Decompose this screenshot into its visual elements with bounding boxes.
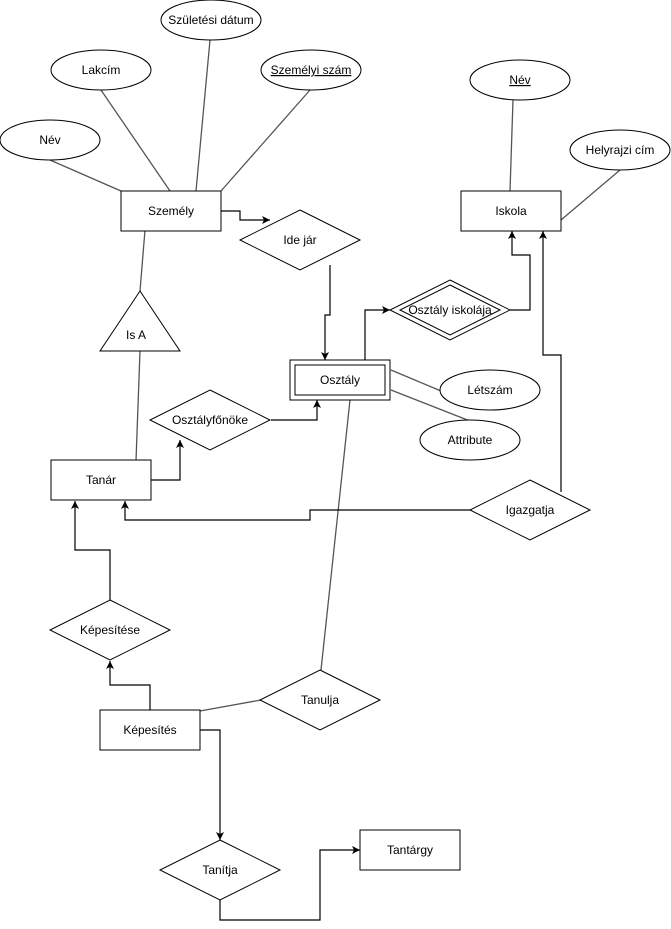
svg-text:Név: Név — [39, 133, 60, 147]
edge-tanitja-tantargy — [219, 846, 360, 921]
relationship-tanitja[interactable]: Tanítja — [158, 839, 282, 901]
edge-szemely-idejar — [221, 210, 270, 224]
line-isa-tanar — [135, 350, 141, 462]
svg-text:Képesítése: Képesítése — [80, 623, 140, 637]
svg-text:Lakcím: Lakcím — [82, 63, 121, 77]
svg-text:Személy: Személy — [148, 204, 194, 218]
edge-osztaly-osztalyiskolaja — [364, 306, 390, 360]
edge-kepesites-tanitja — [200, 729, 224, 840]
svg-text:Tanítja: Tanítja — [202, 863, 238, 877]
line-letszam-osztaly — [390, 369, 442, 392]
relationship-tanulja[interactable]: Tanulja — [258, 669, 382, 731]
line-osztaly-tanulja — [320, 399, 351, 671]
svg-text:Születési dátum: Születési dátum — [168, 13, 253, 27]
svg-text:Igazgatja: Igazgatja — [506, 503, 555, 517]
svg-text:Is A: Is A — [126, 328, 146, 342]
line-helyrajzi-iskola — [560, 169, 621, 221]
attribute-letszam[interactable]: Létszám — [439, 369, 541, 411]
edge-tanar-osztalyfonoke — [151, 440, 184, 481]
edge-igazgatja-tanar — [121, 501, 471, 521]
edge-idejar-osztaly — [321, 265, 331, 360]
svg-text:Tanulja: Tanulja — [301, 693, 339, 707]
attribute-nev-iskola-key[interactable]: Név — [469, 59, 571, 101]
edge-kepesitese-tanar — [71, 501, 111, 600]
edge-osztalyiskolaja-iskola — [508, 231, 531, 311]
line-szemelyi-szemely — [220, 89, 311, 192]
entity-tantargy[interactable]: Tantárgy — [359, 829, 461, 871]
svg-text:Ide jár: Ide jár — [283, 233, 316, 247]
svg-text:Helyrajzi cím: Helyrajzi cím — [586, 143, 655, 157]
edge-kepesites-kepesitese — [106, 661, 151, 710]
entity-iskola[interactable]: Iskola — [460, 190, 562, 232]
svg-text:Tanár: Tanár — [86, 473, 116, 487]
svg-text:Osztály iskolája: Osztály iskolája — [408, 303, 492, 317]
attribute-szuletesi-datum[interactable]: Születési dátum — [160, 0, 262, 41]
relationship-osztaly-iskolaja-identifying[interactable]: Osztály iskolája — [388, 279, 512, 341]
attribute-lakcim[interactable]: Lakcím — [50, 49, 152, 91]
relationship-ide-jar[interactable]: Ide jár — [238, 209, 362, 271]
svg-text:Létszám: Létszám — [467, 383, 512, 397]
line-nev-iskola — [509, 99, 514, 192]
entity-osztaly-weak[interactable]: Osztály — [289, 359, 391, 401]
svg-text:Osztályfőnöke: Osztályfőnöke — [172, 413, 248, 427]
svg-text:Név: Név — [509, 73, 530, 87]
entity-kepesites[interactable]: Képesítés — [99, 709, 201, 751]
line-kepesites-tanulja — [199, 699, 262, 712]
entity-tanar[interactable]: Tanár — [50, 459, 152, 501]
svg-text:Osztály: Osztály — [320, 373, 360, 387]
relationship-igazgatja[interactable]: Igazgatja — [468, 479, 592, 541]
svg-text:Iskola: Iskola — [495, 204, 527, 218]
edge-osztalyfonoke-osztaly — [271, 400, 321, 421]
isa-triangle[interactable]: Is A — [99, 290, 181, 352]
svg-text:Képesítés: Képesítés — [123, 723, 176, 737]
svg-text:Attribute: Attribute — [448, 433, 493, 447]
entity-szemely[interactable]: Személy — [120, 190, 222, 232]
relationship-osztalyfonoke[interactable]: Osztályfőnöke — [148, 389, 272, 451]
line-szuletesi-szemely — [195, 39, 211, 192]
line-attribute-osztaly — [390, 389, 471, 422]
attribute-helyrajzi-cim[interactable]: Helyrajzi cím — [569, 129, 671, 171]
svg-text:Tantárgy: Tantárgy — [387, 843, 433, 857]
attribute-nev-szemely[interactable]: Név — [0, 119, 101, 161]
line-szemely-isa — [139, 229, 146, 292]
line-nev-szemely — [49, 159, 122, 192]
relationship-kepesitese[interactable]: Képesítése — [48, 599, 172, 661]
line-lakcim-szemely — [100, 89, 171, 192]
attribute-szemelyi-szam-key[interactable]: Személyi szám — [260, 49, 362, 91]
edge-igazgatja-iskola — [539, 231, 562, 492]
svg-text:Személyi szám: Személyi szám — [271, 63, 352, 77]
attribute-attribute[interactable]: Attribute — [419, 419, 521, 461]
